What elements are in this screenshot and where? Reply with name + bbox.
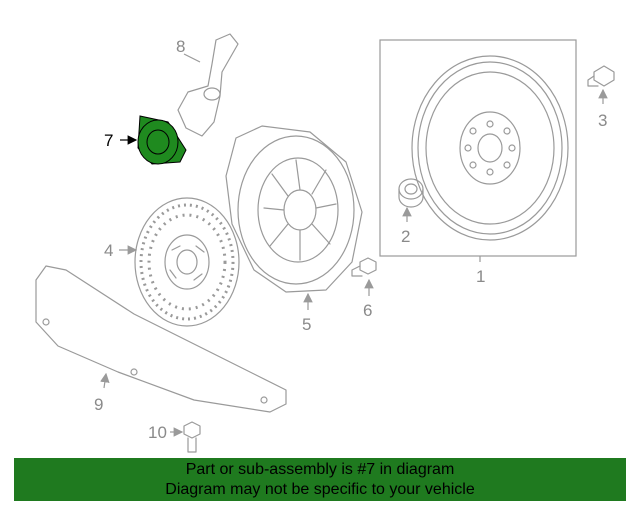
flywheel-ring-gear <box>417 61 563 235</box>
clutch-disc[interactable] <box>134 197 240 327</box>
clutch-disc-outer <box>134 197 240 327</box>
callout-5[interactable]: 5 <box>302 315 311 334</box>
callout-10[interactable]: 10 <box>148 423 167 442</box>
leader-9 <box>100 372 110 389</box>
flywheel-center-hole <box>477 133 503 163</box>
info-banner: Part or sub-assembly is #7 in diagram Di… <box>14 458 626 501</box>
pressure-plate-cover <box>225 125 363 293</box>
pressure-plate-center <box>283 189 317 231</box>
callout-8[interactable]: 8 <box>176 37 185 56</box>
banner-line-1: Part or sub-assembly is #7 in diagram <box>185 461 455 478</box>
callout-9[interactable]: 9 <box>94 395 103 414</box>
callout-1[interactable]: 1 <box>476 267 485 286</box>
release-fork[interactable] <box>177 33 239 137</box>
pressure-plate-bolt[interactable] <box>351 257 377 277</box>
flywheel-box <box>379 39 577 257</box>
flywheel-outer-rim <box>411 55 569 241</box>
callout-3[interactable]: 3 <box>598 111 607 130</box>
banner-line-2: Diagram may not be specific to your vehi… <box>165 481 475 498</box>
flywheel-assembly[interactable] <box>379 39 577 257</box>
callout-7[interactable]: 7 <box>104 131 113 150</box>
flywheel-bolt[interactable] <box>587 65 615 87</box>
callout-6[interactable]: 6 <box>363 301 372 320</box>
callout-2[interactable]: 2 <box>401 227 410 246</box>
callout-4[interactable]: 4 <box>104 241 113 260</box>
leader-8 <box>183 53 201 63</box>
clutch-disc-rivets <box>139 203 235 321</box>
under-cover-shield[interactable] <box>35 265 287 413</box>
clutch-disc-damper <box>164 234 210 290</box>
under-cover-bolt[interactable] <box>183 421 201 453</box>
flywheel-bolt-holes <box>464 120 516 176</box>
diaphragm-spring-fingers <box>263 159 337 261</box>
flywheel-face <box>425 71 555 225</box>
clutch-disc-hub <box>176 249 198 275</box>
pressure-plate[interactable] <box>225 125 363 293</box>
release-bearing-highlighted[interactable] <box>137 115 187 165</box>
pilot-bearing[interactable] <box>398 178 424 208</box>
flywheel-hub <box>459 111 521 185</box>
